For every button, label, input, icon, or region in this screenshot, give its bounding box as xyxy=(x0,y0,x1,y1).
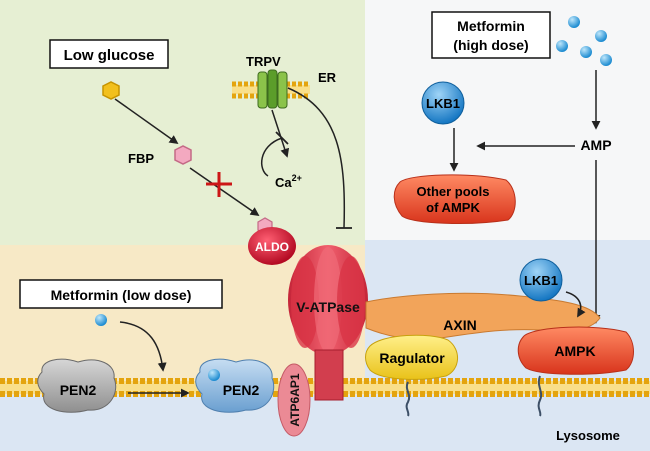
inhibit-line-aldo-to-trpv xyxy=(260,137,283,177)
lkb1-top-protein xyxy=(421,81,465,125)
metformin-molecule-icon xyxy=(95,314,107,326)
ragulator-label: Ragulator xyxy=(379,350,445,366)
ragulator-protein xyxy=(365,334,458,380)
inhibit-line-trpv-to-vatpase xyxy=(287,87,346,229)
metformin-high-dose-line2: (high dose) xyxy=(453,37,528,53)
fbp-molecule-icon xyxy=(174,145,192,165)
amp-label: AMP xyxy=(580,137,611,153)
ragulator-anchor xyxy=(405,381,411,417)
lkb1-top-label: LKB1 xyxy=(426,96,460,111)
pen2-protein-left xyxy=(37,358,117,413)
metformin-molecules-icon xyxy=(556,16,612,66)
cytosol-green-region xyxy=(0,0,365,245)
metformin-high-dose-box xyxy=(431,11,551,59)
low-glucose-box xyxy=(49,39,169,69)
inhibition-cross-icon xyxy=(206,172,232,197)
metformin-high-dose-line1: Metformin xyxy=(457,18,525,34)
lkb1-mid-label: LKB1 xyxy=(524,273,558,288)
arrow-trpv-to-ca xyxy=(271,109,290,158)
calcium-label: Ca2+ xyxy=(275,173,302,190)
other-ampk-line2: of AMPK xyxy=(426,200,480,215)
glucose-icon xyxy=(102,81,120,100)
ampk-label: AMPK xyxy=(554,343,595,359)
ampk-anchor xyxy=(537,375,543,417)
other-ampk-pools-protein xyxy=(393,174,516,224)
arrow-lkb1-to-ampk xyxy=(565,291,586,318)
trpv-label: TRPV xyxy=(246,54,281,69)
er-label: ER xyxy=(318,70,337,85)
aldo-protein xyxy=(248,227,296,265)
v-atpase-complex xyxy=(288,245,368,401)
metformin-low-dose-box xyxy=(19,279,223,309)
low-glucose-label: Low glucose xyxy=(64,47,155,64)
trpv-channel-icon xyxy=(257,69,288,109)
aldo-label: ALDO xyxy=(255,240,289,254)
other-ampk-line1: Other pools xyxy=(417,184,490,199)
arrow-fbp-to-aldo xyxy=(189,167,260,217)
pen2-left-label: PEN2 xyxy=(60,382,97,398)
atp6ap1-label: ATP6AP1 xyxy=(288,373,302,426)
arrow-metformin-to-pen2 xyxy=(119,321,167,372)
bound-metformin-icon xyxy=(208,369,220,381)
metformin-low-dose-label: Metformin (low dose) xyxy=(51,287,192,303)
arrow-glucose-to-fbp xyxy=(114,98,179,145)
lysosome-label: Lysosome xyxy=(556,428,620,443)
pen2-right-label: PEN2 xyxy=(223,382,260,398)
fbp-label: FBP xyxy=(128,151,154,166)
ampk-protein xyxy=(517,326,634,375)
axin-label: AXIN xyxy=(443,317,476,333)
atp6ap1-protein xyxy=(277,363,311,437)
lkb1-mid-protein xyxy=(519,258,563,302)
v-atpase-label: V-ATPase xyxy=(296,299,360,315)
